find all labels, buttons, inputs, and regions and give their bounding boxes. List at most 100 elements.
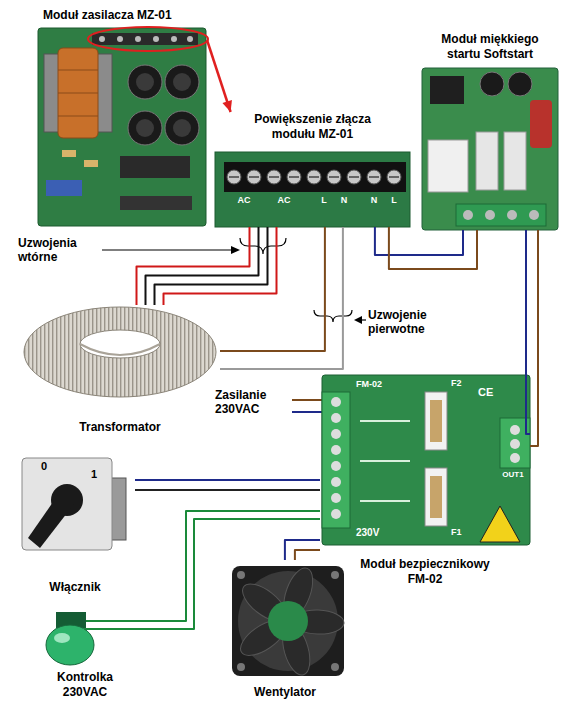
node-label-box: Wentylator (220, 685, 350, 700)
wire (164, 227, 277, 305)
fuse-module-photo (331, 413, 341, 423)
node-label: Kontrolka 230VAC (40, 670, 130, 700)
switch-box: Włącznik (15, 445, 135, 595)
power-module-photo (165, 65, 199, 99)
terminal-label: N (362, 195, 386, 206)
supply-wires (292, 411, 322, 413)
fan (237, 571, 245, 579)
terminal-label: N (332, 195, 356, 206)
rotary-switch (22, 458, 112, 550)
node-label-box: Włącznik (15, 580, 135, 595)
fuse-module-photo (322, 375, 530, 545)
wire-connector (207, 40, 232, 112)
power-module-photo (58, 48, 98, 138)
softstart-module-photo (422, 68, 558, 230)
power-module-photo (117, 36, 123, 42)
fuse-module-photo (425, 468, 447, 526)
board-marking: CE (478, 386, 502, 399)
board-marking: 230V (356, 527, 396, 539)
module-box: Moduł zasilacza MZ-01 (35, 8, 207, 230)
fan (232, 564, 344, 678)
fuse-module-photo (322, 375, 530, 545)
wire (530, 230, 538, 446)
transformer-box: Transformator (20, 305, 220, 435)
node-label: Moduł bezpiecznikowy FM-02 (350, 557, 500, 587)
node-label: Moduł zasilacza MZ-01 (43, 8, 207, 23)
softstart-module-photo (530, 100, 552, 148)
board-marking: OUT1 (496, 470, 530, 480)
callout-brace (314, 310, 352, 322)
wire (135, 489, 320, 491)
fuse-module-photo (331, 397, 341, 407)
softstart-module-photo (508, 72, 532, 96)
fan (331, 663, 339, 671)
terminal-label: L (382, 195, 406, 206)
power-module-photo (136, 119, 154, 137)
softstart-module-photo (428, 140, 468, 192)
lamp-box: Kontrolka 230VAC (40, 598, 130, 700)
indicator-lamp (84, 628, 130, 630)
supply-wires (292, 399, 322, 401)
power-module-photo (88, 27, 208, 51)
node-label-box: Transformator (20, 420, 220, 435)
wire-connector (526, 230, 538, 446)
connector-board-photo (224, 162, 406, 192)
wire (295, 550, 320, 560)
node-label: Powiększenie złącza modułu MZ-01 (243, 112, 383, 142)
power-module-photo (84, 160, 98, 167)
fuse-module-photo (360, 420, 410, 422)
softstart-module-photo (480, 72, 504, 96)
fuse-module-photo (510, 425, 520, 435)
wire (135, 479, 320, 481)
terminal-label: L (312, 195, 336, 206)
module-box: Moduł miękkiego startu Softstart (420, 32, 560, 230)
callout-brace (102, 238, 366, 324)
callout-text: Uzwojenia wtórne (18, 236, 103, 265)
fuse-module-photo (331, 477, 341, 487)
rotary-switch (28, 492, 74, 548)
toroidal-transformer (80, 330, 160, 358)
softstart-module-photo (456, 204, 546, 226)
power-module-photo (58, 116, 98, 117)
node-label: Wentylator (220, 685, 350, 700)
fuse-module-photo (430, 400, 442, 442)
node-label: Transformator (20, 420, 220, 435)
node-label: Moduł miękkiego startu Softstart (425, 32, 555, 62)
arrow-head (222, 100, 232, 112)
module-box: Moduł bezpiecznikowy FM-02 (320, 372, 530, 587)
power-module-photo (38, 27, 208, 226)
fuse-module-photo (510, 453, 520, 463)
callout-text: Zasilanie 230VAC (215, 388, 291, 417)
toroidal-transformer (24, 307, 216, 397)
terminal-label: AC (232, 195, 256, 206)
softstart-module-photo (476, 132, 498, 190)
power-module-photo (120, 196, 192, 210)
fan (237, 663, 245, 671)
fuse-module-photo (331, 445, 341, 455)
power-module-photo (128, 65, 162, 99)
terminal-label: AC (272, 195, 296, 206)
node-label-box: Moduł zasilacza MZ-01 (35, 8, 207, 23)
fuse-module-photo (360, 500, 410, 502)
wire (526, 230, 530, 434)
wire (285, 540, 320, 560)
softstart-module-photo (485, 210, 495, 220)
callout-brace (102, 249, 234, 250)
power-module-photo (136, 73, 154, 91)
power-module-photo (187, 36, 193, 42)
fuse-module-photo (322, 392, 350, 528)
fuse-module-photo (360, 460, 410, 462)
power-module-photo (58, 70, 98, 71)
softstart-module-photo (504, 132, 526, 190)
callout-brace (240, 238, 286, 254)
wire (220, 227, 325, 351)
board-marking: FM-02 (356, 379, 406, 390)
board-marking: F2 (451, 378, 471, 389)
fan (331, 571, 339, 579)
wire-connector (130, 511, 320, 629)
switch-position: 1 (88, 468, 100, 481)
power-module-photo (99, 36, 105, 42)
wire (130, 511, 320, 621)
